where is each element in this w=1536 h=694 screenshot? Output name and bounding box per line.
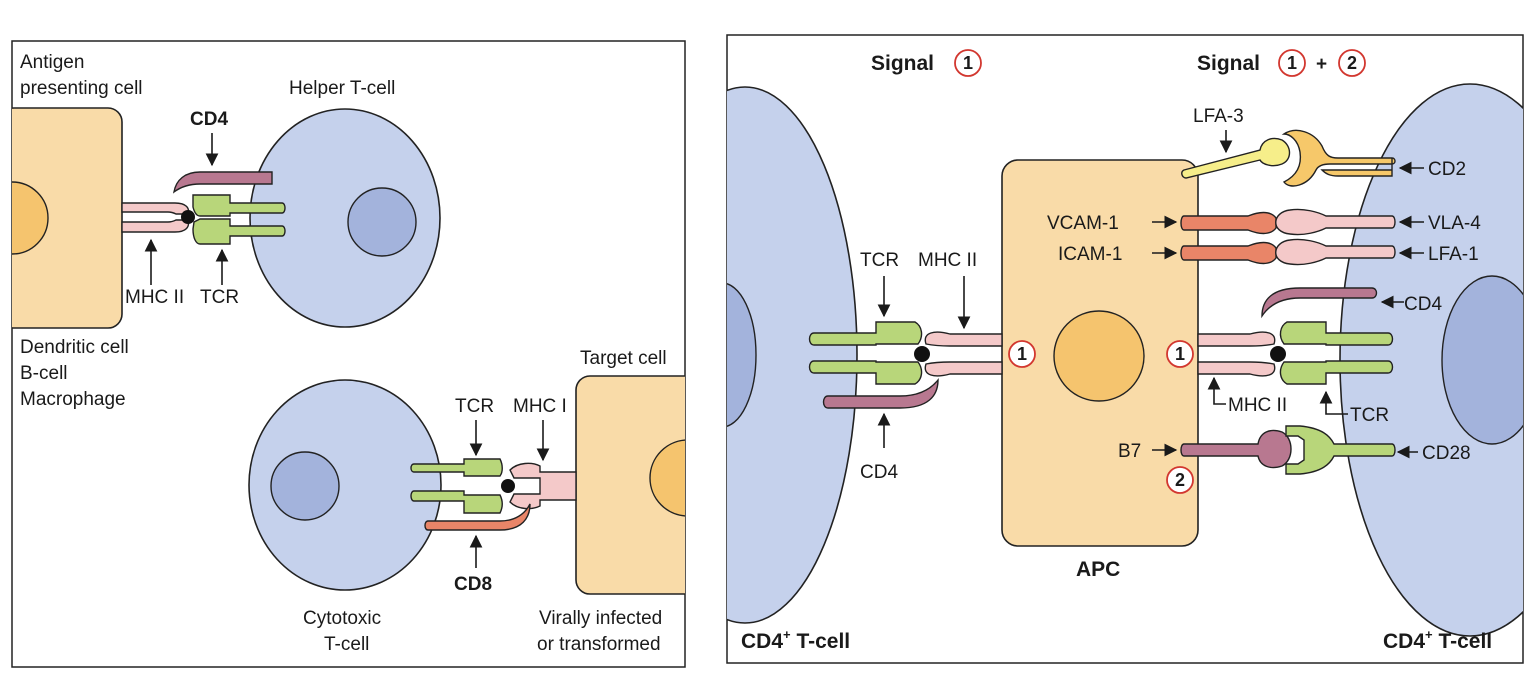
cytotoxic-label-line1: Cytotoxic: [303, 608, 381, 629]
b7-label: B7: [1118, 441, 1141, 462]
cd4-right-molecule: [1261, 287, 1378, 319]
cd28-label: CD28: [1422, 443, 1471, 464]
signal12-circle-b: 2: [1338, 49, 1366, 77]
cd4-right-label: CD4: [1404, 294, 1442, 315]
apc-right-nucleus: [1053, 310, 1145, 402]
lfa1-molecule: [1275, 238, 1396, 266]
mhc2-right-label: MHC II: [1228, 395, 1287, 416]
right-cd4-tcell-label: CD4+ T-cell: [1383, 627, 1492, 653]
mhc2-left-molecule: [924, 331, 1003, 377]
vcam1-molecule: [1180, 211, 1277, 235]
mhc1-label: MHC I: [513, 396, 567, 417]
tcr-lower-label: TCR: [455, 396, 494, 417]
mhc2-molecule: [121, 202, 190, 233]
antigen-peptide-left: [914, 346, 930, 362]
costim-signal-circle: 2: [1166, 466, 1194, 494]
helper-tcell: [249, 108, 441, 328]
right-cd4-tcell-nucleus: [1441, 275, 1523, 445]
costim-number: 2: [1175, 470, 1185, 490]
vla4-molecule: [1275, 208, 1396, 236]
signal12-heading: Signal: [1197, 52, 1260, 75]
target-cell: [575, 375, 685, 595]
left-cd4-tcell-nucleus: [727, 283, 757, 427]
synapse-right-signal-circle: 1: [1166, 340, 1194, 368]
signal1-circle-header: 1: [954, 49, 982, 77]
target-cell-nucleus: [649, 439, 685, 517]
lfa1-label: LFA-1: [1428, 244, 1479, 265]
tcr-molecule-lower: [410, 458, 503, 514]
signal12-plus: +: [1316, 54, 1327, 75]
cd2-label: CD2: [1428, 159, 1466, 180]
cytotoxic-label-line2: T-cell: [324, 634, 369, 655]
cd8-label: CD8: [454, 574, 492, 595]
cytotoxic-tcell-nucleus: [270, 451, 340, 521]
apc-right-label: APC: [1076, 558, 1120, 581]
antigen-peptide-right: [1270, 346, 1286, 362]
helper-tcell-label: Helper T-cell: [289, 78, 395, 99]
synapse-right-number: 1: [1175, 344, 1185, 364]
signal12-number-a: 1: [1287, 53, 1297, 73]
tcr-right-molecule: [1279, 321, 1394, 385]
cd28-molecule: [1285, 425, 1396, 475]
signal1-heading: Signal: [871, 52, 934, 75]
cd4-left-molecule: [822, 378, 939, 409]
antigen-peptide: [181, 210, 195, 224]
cd4-left-label: CD4: [860, 462, 898, 483]
left-cd4-tcell-label: CD4+ T-cell: [741, 627, 850, 653]
synapse-left-signal-circle: 1: [1008, 340, 1036, 368]
mhc2-right-molecule: [1197, 331, 1276, 377]
tcr-right-arrow: [1319, 390, 1348, 415]
lfa3-label: LFA-3: [1193, 106, 1244, 127]
tcr-label: TCR: [200, 287, 239, 308]
cd4-label: CD4: [190, 109, 228, 130]
icam1-label: ICAM-1: [1058, 244, 1122, 265]
mhc1-molecule: [509, 462, 577, 510]
lfa3-molecule: [1181, 137, 1291, 179]
b7-molecule: [1180, 429, 1292, 469]
mhc2-left-label: MHC II: [918, 250, 977, 271]
antigen-peptide-lower: [501, 479, 515, 493]
synapse-left-number: 1: [1017, 344, 1027, 364]
tcr-molecule: [192, 194, 286, 245]
cytotoxic-tcell: [248, 379, 442, 591]
tcr-left-molecule: [808, 321, 923, 385]
tcr-left-label: TCR: [860, 250, 899, 271]
infected-label-line2: or transformed: [537, 634, 661, 655]
vla4-label: VLA-4: [1428, 213, 1481, 234]
signal12-circle-a: 1: [1278, 49, 1306, 77]
signal1-number: 1: [963, 53, 973, 73]
left-panel: Antigen presenting cell Helper T-cell CD…: [11, 40, 686, 668]
apc-nucleus: [12, 181, 49, 255]
apc-type-dendritic: Dendritic cell: [20, 337, 129, 358]
helper-tcell-nucleus: [347, 187, 417, 257]
cd4-molecule: [173, 171, 273, 194]
apc-label-line1: Antigen: [20, 52, 84, 73]
left-cd4-tcell: [727, 86, 858, 624]
apc-type-macrophage: Macrophage: [20, 389, 126, 410]
apc-type-bcell: B-cell: [20, 363, 68, 384]
cd2-molecule: [1281, 129, 1396, 187]
infected-label-line1: Virally infected: [539, 608, 662, 629]
mhc2-label: MHC II: [125, 287, 184, 308]
mhc2-right-arrow: [1207, 376, 1226, 405]
tcr-right-label: TCR: [1350, 405, 1389, 426]
vcam1-label: VCAM-1: [1047, 213, 1119, 234]
signal12-number-b: 2: [1347, 53, 1357, 73]
apc-label-line2: presenting cell: [20, 78, 143, 99]
right-panel: 1 1 2 1 1 2 Signal Signal + LFA-3 CD2 VC…: [726, 34, 1524, 664]
icam1-molecule: [1180, 241, 1277, 265]
apc-cell: [12, 107, 123, 329]
target-cell-label: Target cell: [580, 348, 667, 369]
cd8-molecule: [424, 503, 531, 531]
